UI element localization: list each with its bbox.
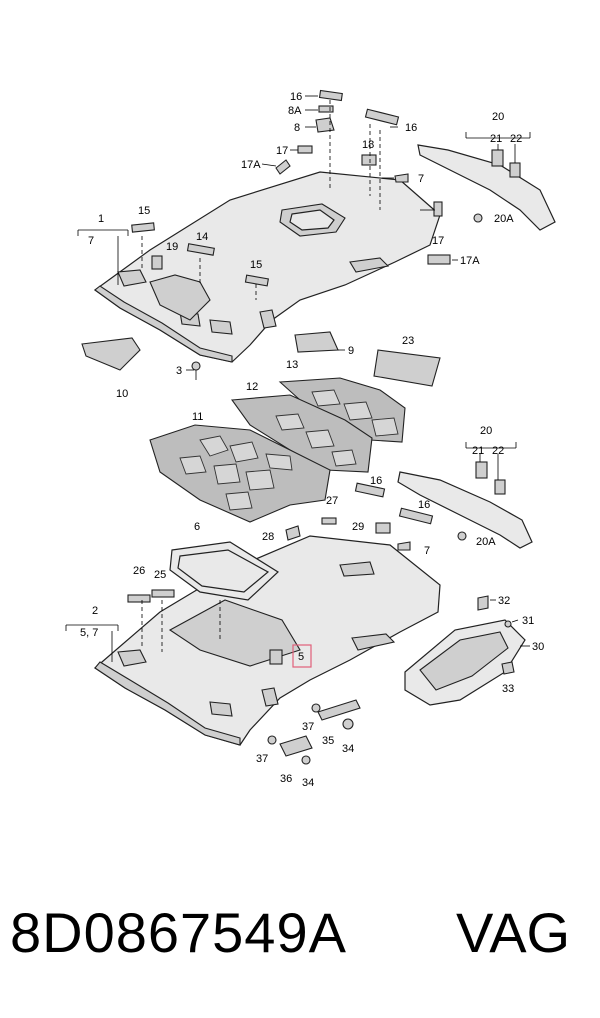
callout-17a: 17A bbox=[460, 255, 480, 267]
callout-6: 6 bbox=[194, 521, 200, 533]
callout-34: 34 bbox=[302, 777, 314, 789]
callout-7: 7 bbox=[88, 235, 94, 247]
brand-label: VAG bbox=[456, 901, 571, 964]
callout-15: 15 bbox=[138, 205, 150, 217]
callout-13: 13 bbox=[286, 359, 298, 371]
callout-25: 25 bbox=[154, 569, 166, 581]
callout-19: 19 bbox=[166, 241, 178, 253]
callout-20a: 20A bbox=[476, 536, 496, 548]
callout-labels: 16 8A 8 16 20 21 22 17 18 17A 7 1 7 15 2… bbox=[80, 91, 544, 789]
callout-29: 29 bbox=[352, 521, 364, 533]
callout-27: 27 bbox=[326, 495, 338, 507]
callout-9: 9 bbox=[348, 345, 354, 357]
callout-21: 21 bbox=[490, 133, 502, 145]
callout-36: 36 bbox=[280, 773, 292, 785]
callout-17: 17 bbox=[432, 235, 444, 247]
callout-28: 28 bbox=[262, 531, 274, 543]
callout-31: 31 bbox=[522, 615, 534, 627]
callout-20: 20 bbox=[480, 425, 492, 437]
callout-37: 37 bbox=[302, 721, 314, 733]
highlight-box-part-5 bbox=[292, 644, 312, 668]
part-number: 8D0867549A bbox=[10, 901, 347, 964]
headliner-upper bbox=[93, 171, 441, 363]
callout-33: 33 bbox=[502, 683, 514, 695]
callout-8: 8 bbox=[294, 122, 300, 134]
clips-lower bbox=[267, 699, 361, 765]
callout-16: 16 bbox=[418, 499, 430, 511]
callout-30: 30 bbox=[532, 641, 544, 653]
callout-37: 37 bbox=[256, 753, 268, 765]
callout-14: 14 bbox=[196, 231, 208, 243]
callout-17a: 17A bbox=[241, 159, 261, 171]
callout-10: 10 bbox=[116, 388, 128, 400]
callout-32: 32 bbox=[498, 595, 510, 607]
callout-22: 22 bbox=[510, 133, 522, 145]
callout-15: 15 bbox=[250, 259, 262, 271]
clips-upper bbox=[81, 89, 451, 387]
leader-lines bbox=[65, 95, 531, 662]
callout-22: 22 bbox=[492, 445, 504, 457]
clips-middle bbox=[285, 482, 434, 551]
callout-16: 16 bbox=[370, 475, 382, 487]
callout-21: 21 bbox=[472, 445, 484, 457]
callout-20: 20 bbox=[492, 111, 504, 123]
callout-20a: 20A bbox=[494, 213, 514, 225]
headliner-lower bbox=[94, 535, 441, 746]
callout-23: 23 bbox=[402, 335, 414, 347]
foam-layers bbox=[149, 377, 406, 523]
callout-26: 26 bbox=[133, 565, 145, 577]
callout-5: 5 bbox=[298, 651, 304, 663]
callout-1: 1 bbox=[98, 213, 104, 225]
callout-7: 7 bbox=[424, 545, 430, 557]
callout-8a: 8A bbox=[288, 105, 302, 117]
sun-visor-lower bbox=[397, 461, 533, 549]
callout-2: 2 bbox=[92, 605, 98, 617]
callout-18: 18 bbox=[362, 139, 374, 151]
callout-11: 11 bbox=[192, 411, 203, 423]
callout-5-7: 5, 7 bbox=[80, 627, 98, 639]
callout-12: 12 bbox=[246, 381, 258, 393]
callout-17: 17 bbox=[276, 145, 288, 157]
callout-16: 16 bbox=[405, 122, 417, 134]
callout-16: 16 bbox=[290, 91, 302, 103]
callout-35: 35 bbox=[322, 735, 334, 747]
bracket-lower-right bbox=[404, 595, 526, 706]
foam-cells bbox=[179, 389, 399, 511]
callout-3: 3 bbox=[176, 365, 182, 377]
callout-34: 34 bbox=[342, 743, 354, 755]
callout-7: 7 bbox=[418, 173, 424, 185]
